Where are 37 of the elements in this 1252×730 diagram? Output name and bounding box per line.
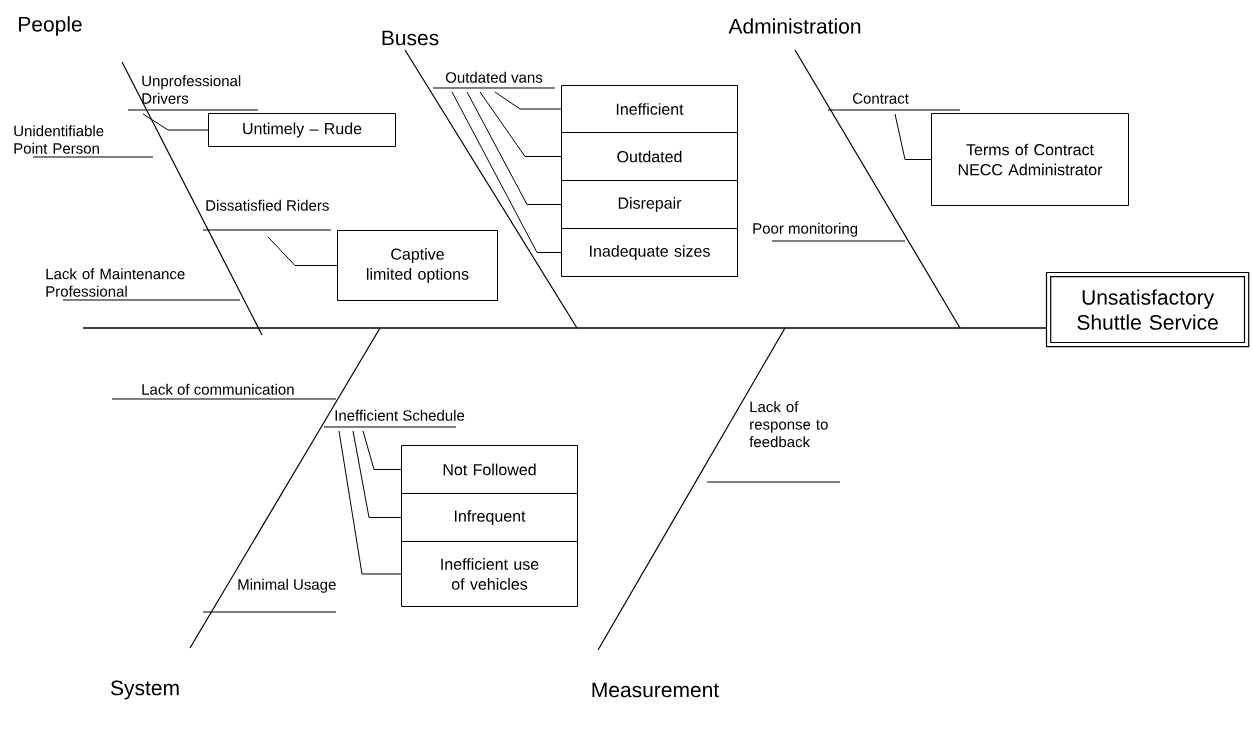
cause-label: Contract [853, 93, 909, 104]
category-label: Administration [728, 18, 861, 34]
cause-box: Captive limited options [337, 230, 498, 301]
cause-label: Lack of communication [142, 383, 294, 395]
cause-label: Poor monitoring [753, 222, 858, 237]
category-label: People [19, 16, 82, 36]
effect-box: Unsatisfactory Shuttle Service [1045, 271, 1250, 348]
cause-box: Untimely – Rude [208, 113, 396, 147]
cause-box: Outdated [561, 132, 738, 181]
cause-label: Lack of response to feedback [749, 401, 828, 448]
connector-line [451, 91, 562, 253]
cause-label: Dissatisfied Riders [206, 199, 329, 211]
connector-line [479, 91, 562, 157]
cause-label: Outdated vans [445, 71, 543, 83]
cause-box: Inadequate sizes [561, 228, 738, 277]
cause-label: Lack of Maintenance Professional [46, 268, 185, 297]
cause-box: Terms of Contract NECC Administrator [931, 113, 1129, 206]
connector-line [352, 430, 402, 518]
connector-line [894, 113, 932, 160]
cause-label: Inefficient Schedule [335, 409, 465, 421]
cause-label: Minimal Usage [238, 578, 336, 593]
connector-line [494, 91, 562, 110]
connector-line [142, 113, 209, 131]
category-label: Buses [382, 30, 439, 46]
cause-label: Unprofessional Drivers [142, 75, 241, 104]
connector-line [267, 236, 338, 266]
cause-box: Infrequent [401, 493, 578, 542]
category-label: Measurement [592, 682, 720, 698]
connector-line [362, 430, 402, 470]
cause-label: Unidentifiable Point Person [14, 125, 104, 154]
connector-line [338, 430, 402, 575]
connector-line [466, 91, 562, 205]
cause-box: Not Followed [401, 445, 578, 494]
cause-box: Disrepair [561, 180, 738, 229]
cause-box: Inefficient [561, 85, 738, 133]
category-label: System [110, 680, 179, 700]
cause-box: Inefficient use of vehicles [401, 541, 578, 607]
